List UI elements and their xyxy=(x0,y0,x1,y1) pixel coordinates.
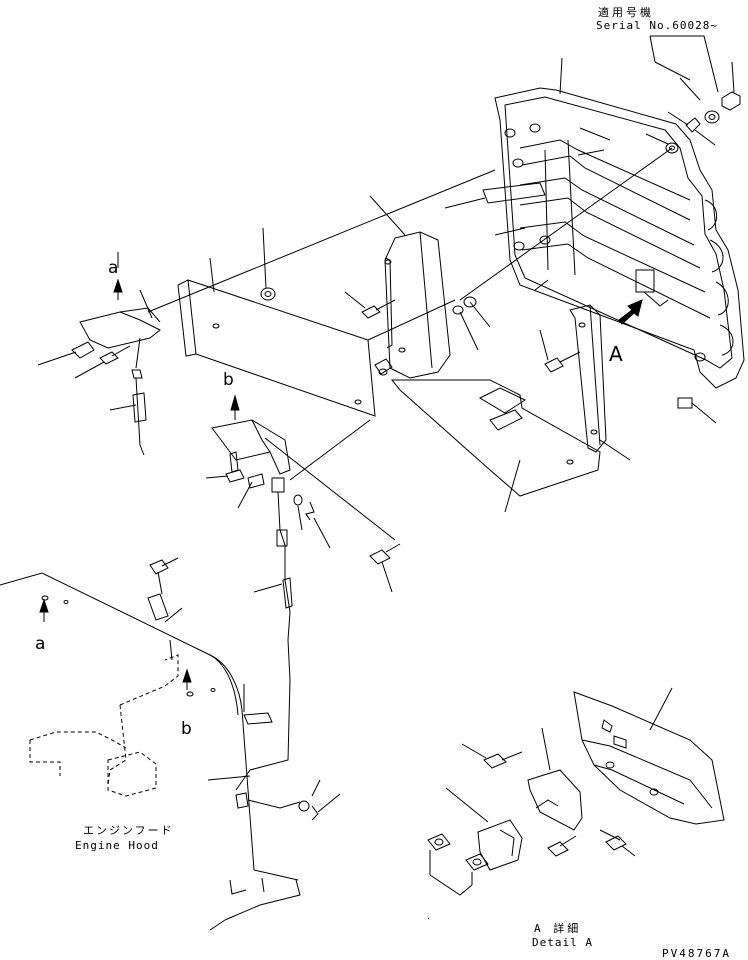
side-bracket-left xyxy=(345,196,490,378)
ref-b-bottom-label: b xyxy=(181,719,192,739)
detail-a-label-en: Detail A xyxy=(532,936,593,949)
serial-applicable-label-jp: 適用号機 xyxy=(598,6,654,19)
assembly-guide-lines xyxy=(148,170,495,540)
ref-a-top-label: a xyxy=(108,258,119,278)
serial-number-label: Serial No.60028~ xyxy=(596,19,718,32)
ref-a-bottom-label: a xyxy=(35,634,46,654)
bolt-lower-center xyxy=(370,544,400,592)
center-plate xyxy=(392,380,600,512)
drawing-number: PV48767A xyxy=(662,947,731,960)
ref-b-top-label: b xyxy=(223,370,234,390)
grille-assembly xyxy=(445,58,744,423)
serial-hardware xyxy=(460,36,740,300)
engine-hood-label-en: Engine Hood xyxy=(75,839,159,852)
view-a-arrow xyxy=(619,300,642,324)
mounting-plate xyxy=(178,228,455,416)
engine-hood xyxy=(0,558,340,930)
leader-lines xyxy=(535,150,604,290)
side-bracket-right xyxy=(540,305,630,460)
latch-bracket-b xyxy=(206,396,330,790)
detail-a-view xyxy=(428,688,724,919)
view-a-callout: A xyxy=(609,342,623,366)
detail-a-label-jp: A 詳細 xyxy=(534,922,582,935)
engine-hood-label-jp: エンジンフード xyxy=(83,824,174,837)
latch-bracket-a xyxy=(38,252,160,455)
